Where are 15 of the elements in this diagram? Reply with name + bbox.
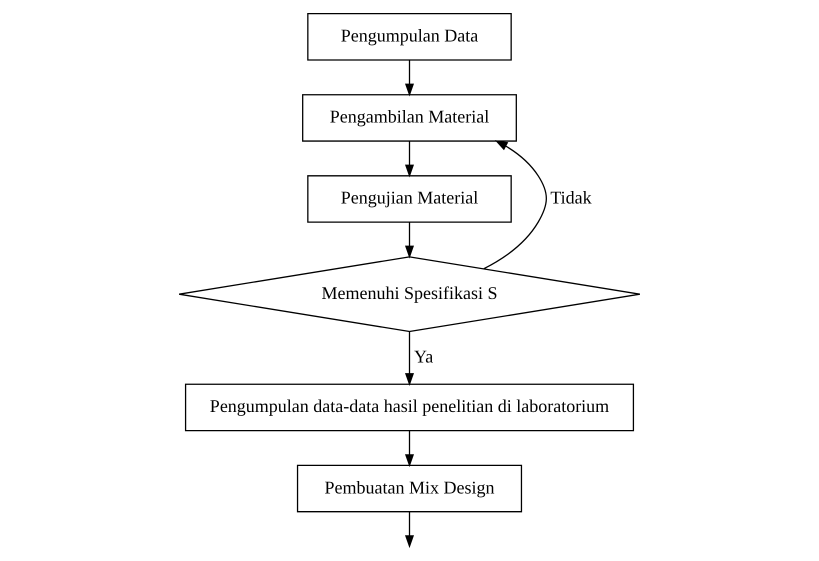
- arrow: [484, 140, 547, 270]
- arrow: [404, 222, 414, 259]
- arrow: [404, 60, 414, 96]
- node-box: Pengumpulan data-data hasil penelitian di laboratorium: [184, 384, 634, 432]
- node-box: Pengumpulan Data: [307, 13, 512, 61]
- node-box: Pengambilan Material: [302, 94, 517, 142]
- arrow: [404, 512, 414, 548]
- node-diamond: Memenuhi Spesifikasi S: [178, 256, 640, 332]
- arrow: [404, 431, 414, 468]
- arrow: [404, 332, 414, 386]
- arrow: [404, 141, 414, 178]
- node-box: Pembuatan Mix Design: [296, 464, 522, 512]
- edge-label: Ya: [414, 346, 434, 367]
- node-box: Pengujian Material: [307, 175, 512, 223]
- edge-label: Tidak: [550, 188, 592, 208]
